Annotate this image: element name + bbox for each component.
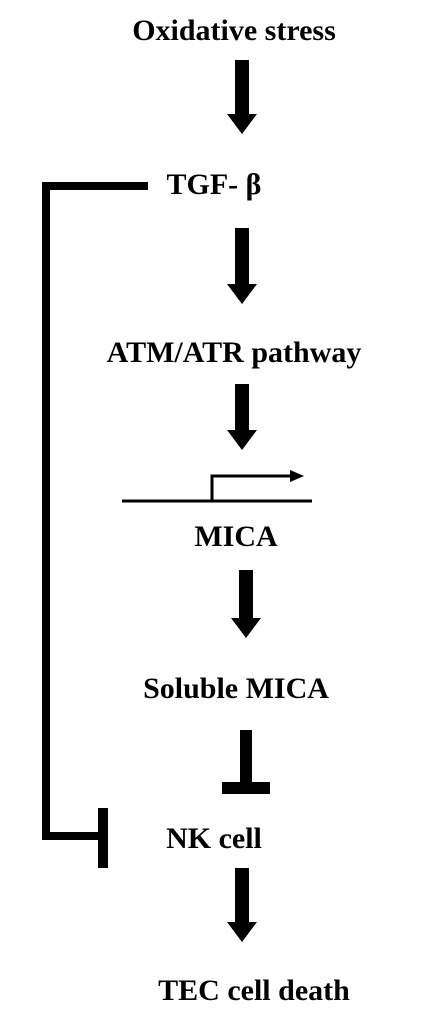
- arrow-atm-to-gene: [227, 384, 257, 450]
- label-mica: MICA: [194, 520, 278, 553]
- gene-promoter-symbol: [122, 470, 312, 503]
- label-soluble-mica: Soluble MICA: [143, 672, 329, 705]
- arrow-oxidative-to-tgf: [227, 60, 257, 134]
- label-atm-atr-pathway: ATM/ATR pathway: [107, 336, 362, 369]
- arrow-mica-to-soluble: [231, 570, 261, 638]
- label-oxidative-stress: Oxidative stress: [132, 14, 336, 47]
- arrow-tgf-to-atm: [227, 228, 257, 304]
- label-tec-cell-death: TEC cell death: [158, 974, 350, 1007]
- arrow-nk-to-tec-death: [227, 868, 257, 942]
- inhibition-tgf-to-nk: [42, 182, 148, 868]
- label-nk-cell: NK cell: [166, 822, 262, 855]
- label-tgf-beta: TGF- β: [167, 168, 262, 201]
- inhibition-soluble-mica-to-nk: [222, 730, 270, 794]
